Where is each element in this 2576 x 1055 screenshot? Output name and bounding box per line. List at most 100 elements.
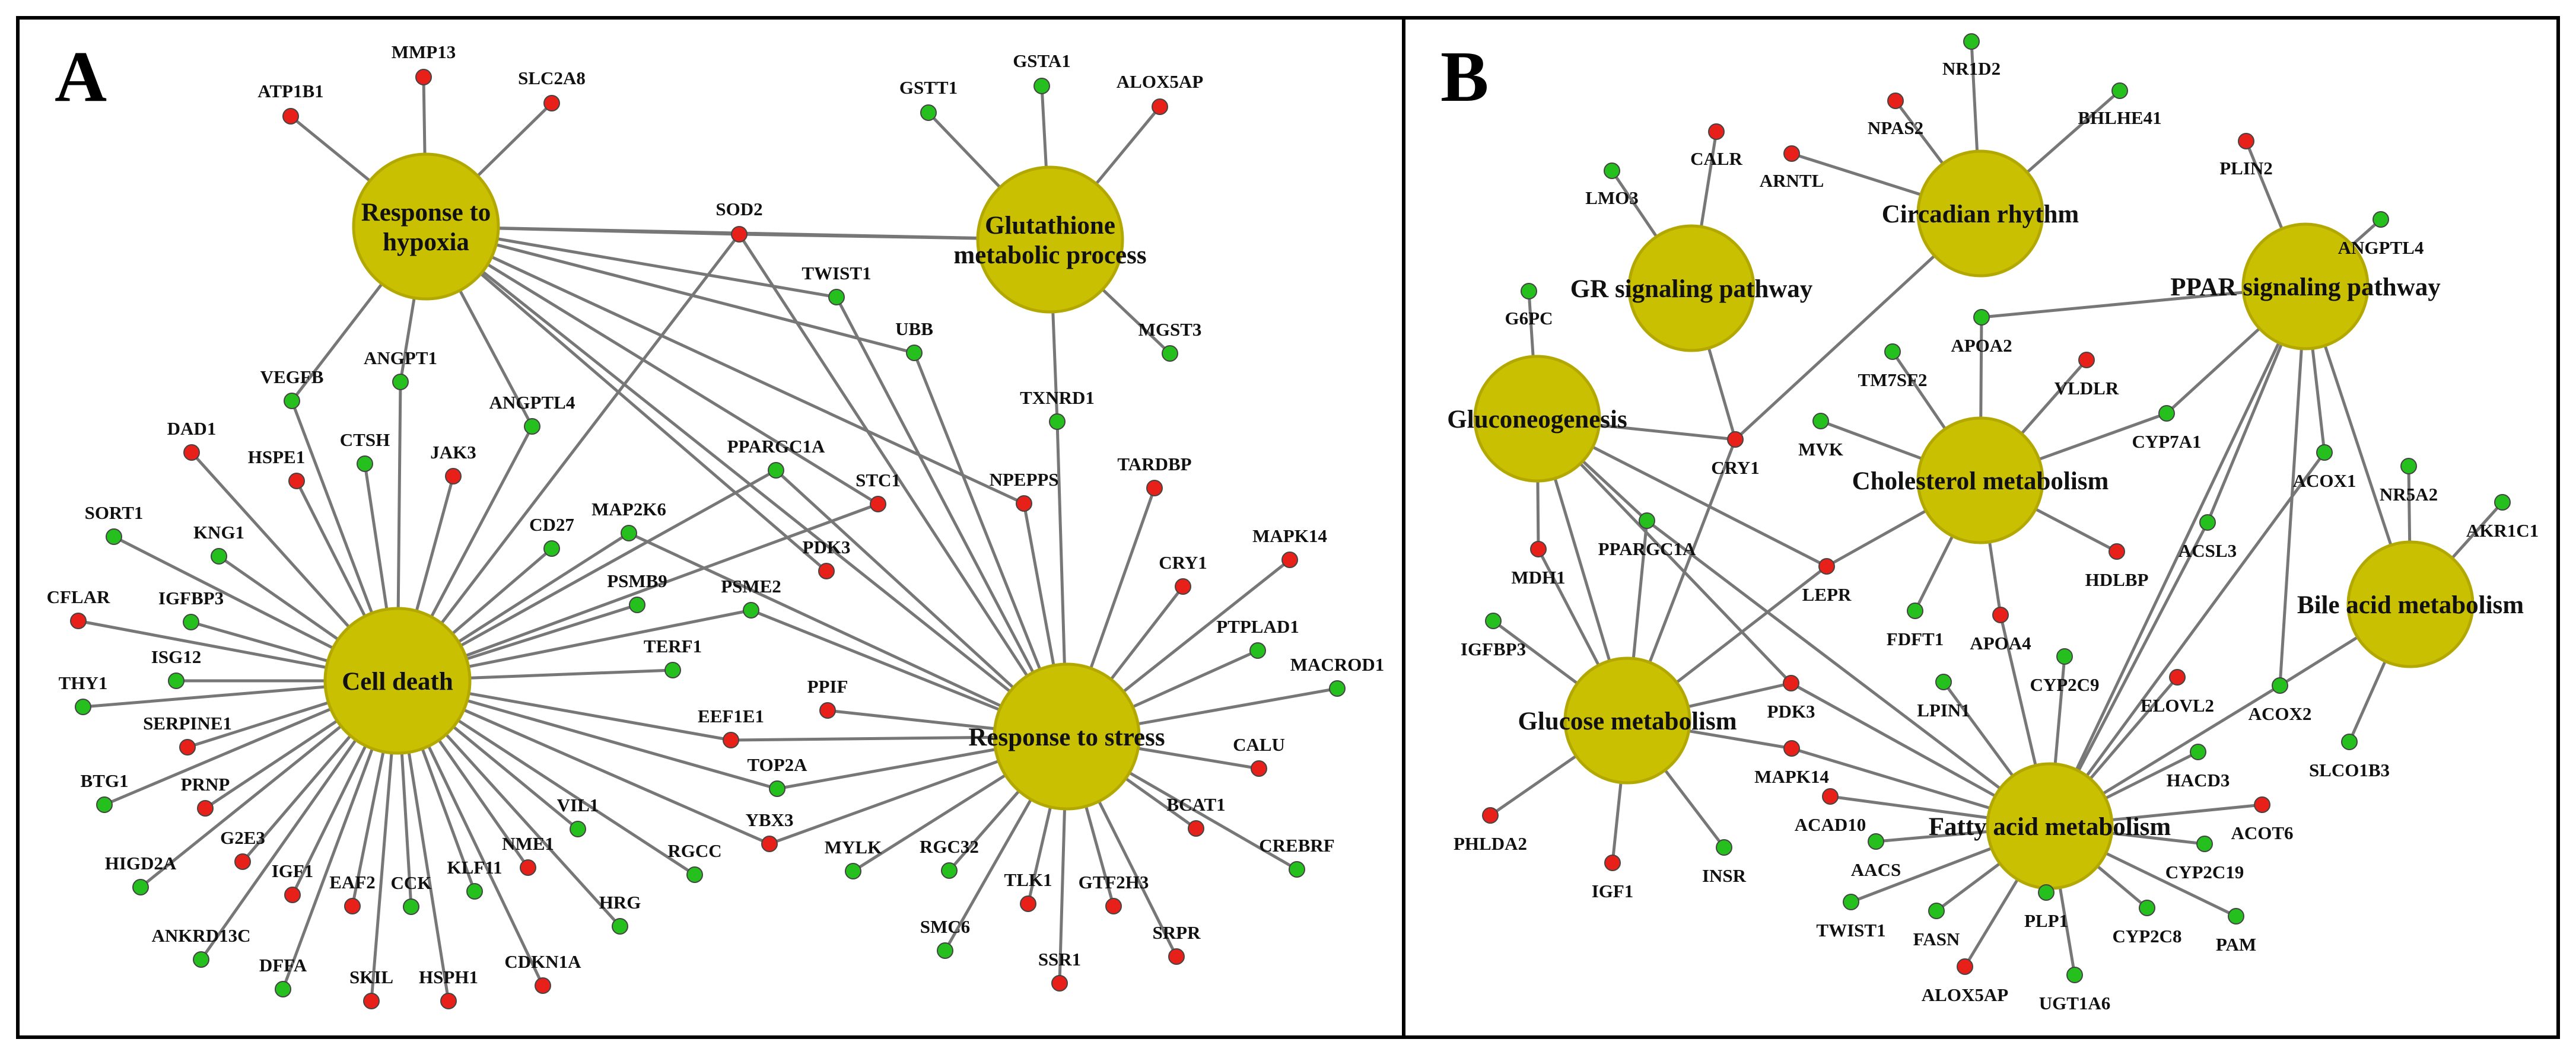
gene-node-igfbp3: IGFBP3 — [158, 588, 224, 630]
gene-dot — [1716, 839, 1732, 856]
gene-dot — [2373, 211, 2389, 228]
hub-circle — [993, 662, 1141, 811]
gene-dot — [743, 602, 759, 619]
gene-dot — [1146, 480, 1163, 496]
gene-node-calu: CALU — [1233, 734, 1285, 777]
gene-dot — [520, 859, 536, 876]
gene-dot — [1020, 895, 1036, 912]
gene-node-fasn: FASN — [1913, 903, 1960, 949]
gene-label: PDK3 — [803, 537, 851, 557]
gene-label: PAM — [2216, 934, 2256, 955]
gene-dot — [132, 879, 149, 895]
gene-label: MVK — [1798, 439, 1843, 460]
gene-node-ppargc1a: PPARGC1A — [727, 436, 825, 479]
gene-node-phlda2: PHLDA2 — [1454, 807, 1527, 854]
gene-label: PPARGC1A — [1598, 538, 1696, 559]
gene-label: ISG12 — [151, 646, 201, 667]
gene-label: GSTA1 — [1013, 50, 1071, 71]
gene-label: THY1 — [59, 672, 108, 693]
gene-dot — [183, 614, 199, 630]
gene-node-eef1e1: EEF1E1 — [698, 706, 764, 748]
gene-node-cck: CCK — [391, 872, 431, 915]
gene-label: PTPLAD1 — [1216, 616, 1299, 637]
edge-fatty-PPARGC1A — [1646, 519, 2051, 827]
gene-node-cry1: CRY1 — [1159, 552, 1207, 595]
gene-dot — [70, 613, 87, 629]
hub-circle — [1916, 416, 2044, 544]
gene-label: HACD3 — [2167, 770, 2230, 791]
gene-dot — [1485, 613, 1502, 629]
gene-node-hdlbp: HDLBP — [2085, 543, 2148, 590]
gene-node-cry1: CRY1 — [1711, 431, 1760, 478]
hub-label: Fatty acid metabolism — [1929, 813, 2171, 841]
gene-dot — [2190, 744, 2206, 760]
gene-dot — [193, 951, 209, 968]
hub-circle — [1563, 656, 1691, 785]
gene-node-nme1: NME1 — [502, 833, 554, 876]
gene-node-akr1c1: AKR1C1 — [2466, 494, 2539, 541]
gene-dot — [1051, 975, 1068, 992]
gene-dot — [183, 444, 200, 461]
gene-dot — [106, 528, 122, 545]
gene-node-acot6: ACOT6 — [2231, 796, 2294, 843]
gene-label: NPAS2 — [1868, 117, 1923, 138]
gene-dot — [1105, 898, 1122, 914]
gene-node-stc1: STC1 — [856, 470, 901, 512]
hub-label: Response to — [361, 199, 491, 227]
gene-dot — [2228, 908, 2244, 925]
gene-label: SKIL — [349, 967, 393, 987]
gene-dot — [768, 462, 784, 479]
gene-label: NR5A2 — [2380, 484, 2438, 505]
hub-label: Glucose metabolism — [1518, 707, 1737, 735]
gene-label: BHLHE41 — [2078, 107, 2161, 128]
gene-dot — [2238, 133, 2254, 149]
gene-dot — [1992, 607, 2009, 623]
gene-label: CYP2C8 — [2112, 926, 2181, 946]
hub-label: PPAR signaling pathway — [2170, 273, 2441, 301]
gene-dot — [543, 540, 560, 557]
gene-node-aacs: AACS — [1851, 833, 1901, 880]
gene-label: GSTT1 — [899, 77, 958, 98]
edge-stress-MAP2K6 — [628, 531, 1068, 738]
gene-label: PSMB9 — [607, 570, 667, 591]
gene-node-twist1: TWIST1 — [802, 263, 872, 305]
gene-label: RGCC — [667, 840, 721, 861]
gene-dot — [1521, 283, 1537, 299]
gene-node-apoa2: APOA2 — [1951, 309, 2012, 356]
gene-dot — [941, 862, 958, 879]
gene-node-psmb9: PSMB9 — [607, 570, 667, 613]
gene-dot — [570, 821, 586, 837]
gene-dot — [1482, 807, 1499, 824]
gene-dot — [357, 455, 373, 472]
hub-label: Cholesterol metabolism — [1852, 467, 2109, 495]
gene-node-g6pc: G6PC — [1505, 283, 1553, 329]
gene-node-pdk3: PDK3 — [803, 537, 851, 579]
gene-dot — [1033, 78, 1050, 94]
gene-label: LPIN1 — [1917, 700, 1970, 721]
gene-dot — [1329, 680, 1346, 697]
gene-dot — [344, 898, 361, 914]
gene-node-isg12: ISG12 — [151, 646, 201, 689]
gene-dot — [2199, 514, 2216, 531]
gene-dot — [1935, 674, 1952, 690]
gene-dot — [2066, 967, 2083, 983]
gene-label: BCAT1 — [1166, 794, 1225, 815]
gene-label: VLDLR — [2055, 378, 2119, 399]
gene-label: SOD2 — [715, 199, 762, 219]
gene-dot — [2254, 796, 2270, 813]
gene-dot — [2169, 669, 2186, 686]
edge-death-SOD2 — [396, 233, 740, 682]
gene-dot — [197, 800, 214, 817]
gene-dot — [819, 702, 836, 719]
gene-label: YBX3 — [746, 809, 794, 830]
gene-dot — [769, 780, 785, 797]
edge-stress-TWIST1 — [835, 296, 1068, 738]
gene-dot — [2139, 900, 2155, 916]
gene-node-kng1: KNG1 — [193, 522, 244, 565]
gene-dot — [1818, 558, 1835, 575]
gene-node-thy1: THY1 — [59, 672, 108, 715]
gene-node-atp1b1: ATP1B1 — [257, 81, 324, 125]
gene-dot — [629, 597, 645, 613]
gene-node-ugt1a6: UGT1A6 — [2039, 967, 2110, 1013]
